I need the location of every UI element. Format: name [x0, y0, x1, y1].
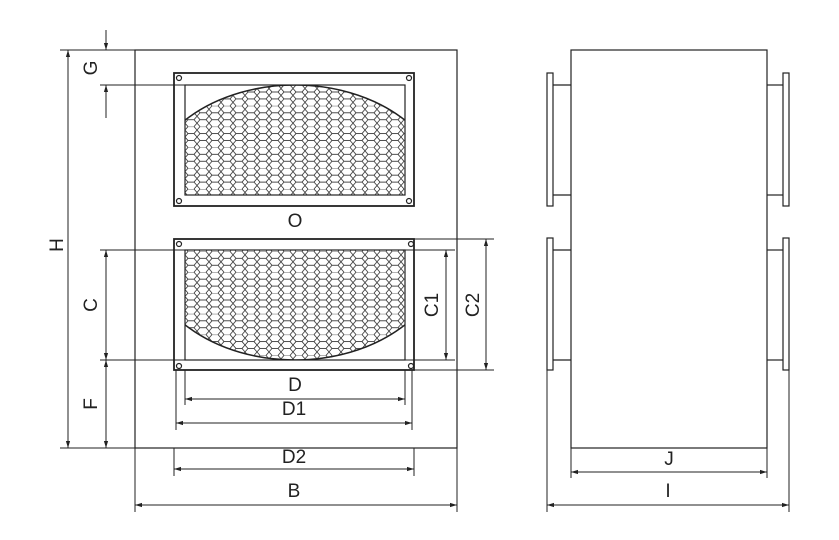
- dim-D2: D2: [174, 447, 414, 472]
- label-H: H: [47, 238, 68, 252]
- label-G: G: [81, 61, 102, 76]
- side-body: [570, 49, 768, 449]
- label-D: D: [288, 375, 302, 396]
- front-view: O: [47, 30, 494, 512]
- label-D2: D2: [282, 447, 306, 468]
- dim-D: D: [185, 375, 405, 402]
- dim-D1: D1: [176, 399, 412, 426]
- left-flanges: [546, 72, 571, 371]
- dim-C: C: [81, 250, 109, 360]
- screw-icon: [175, 197, 183, 205]
- dim-H: H: [47, 50, 71, 448]
- label-C: C: [81, 298, 102, 312]
- label-F: F: [81, 398, 102, 410]
- side-view: J I: [546, 49, 790, 512]
- screw-icon: [175, 362, 183, 370]
- screw-icon: [405, 74, 413, 82]
- dim-B: B: [135, 481, 457, 508]
- screw-icon: [407, 240, 415, 248]
- housing-outline: [134, 49, 458, 449]
- label-C1: C1: [422, 293, 443, 317]
- top-grille: [173, 72, 415, 207]
- dim-I: I: [547, 481, 789, 508]
- screw-icon: [407, 362, 415, 370]
- bottom-grille: [173, 238, 415, 371]
- label-O: O: [288, 211, 303, 232]
- label-I: I: [665, 481, 670, 502]
- label-J: J: [664, 449, 674, 470]
- screw-icon: [405, 197, 413, 205]
- screw-icon: [175, 74, 183, 82]
- label-B: B: [288, 481, 301, 502]
- dim-G: G: [81, 30, 109, 118]
- label-C2: C2: [463, 293, 484, 317]
- label-D1: D1: [282, 399, 306, 420]
- dim-C1: C1: [422, 250, 449, 360]
- screw-icon: [175, 240, 183, 248]
- dim-C2: C2: [463, 239, 489, 370]
- dim-J: J: [571, 449, 767, 475]
- dim-F: F: [81, 360, 109, 448]
- o-marker: O: [288, 211, 303, 232]
- right-flanges: [767, 72, 790, 371]
